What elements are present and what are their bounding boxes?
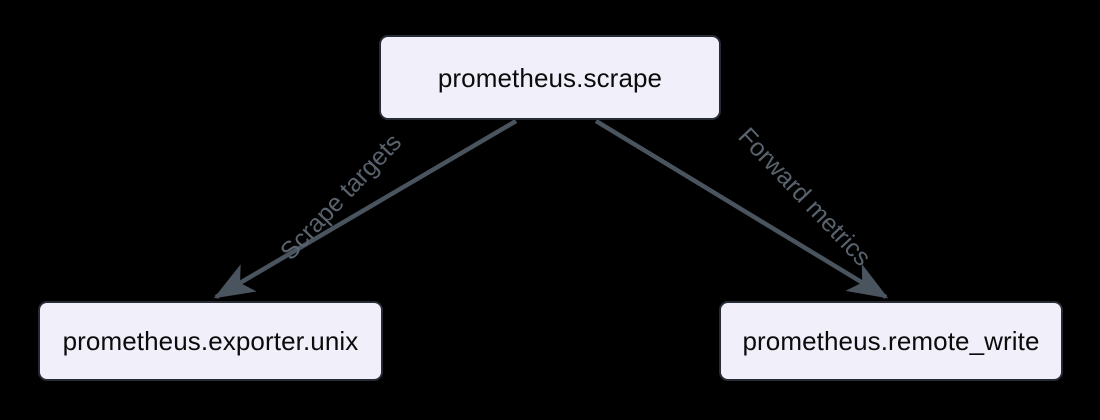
- edge-scrape-to-remote-write: [594, 119, 889, 299]
- node-label: prometheus.remote_write: [742, 326, 1040, 356]
- node-prometheus-remote-write[interactable]: prometheus.remote_write: [719, 301, 1063, 381]
- node-label: prometheus.exporter.unix: [62, 326, 359, 356]
- node-label: prometheus.scrape: [437, 62, 663, 93]
- node-prometheus-scrape[interactable]: prometheus.scrape: [379, 35, 721, 120]
- node-prometheus-exporter-unix[interactable]: prometheus.exporter.unix: [38, 301, 383, 381]
- edge-scrape-to-exporter: [213, 119, 518, 299]
